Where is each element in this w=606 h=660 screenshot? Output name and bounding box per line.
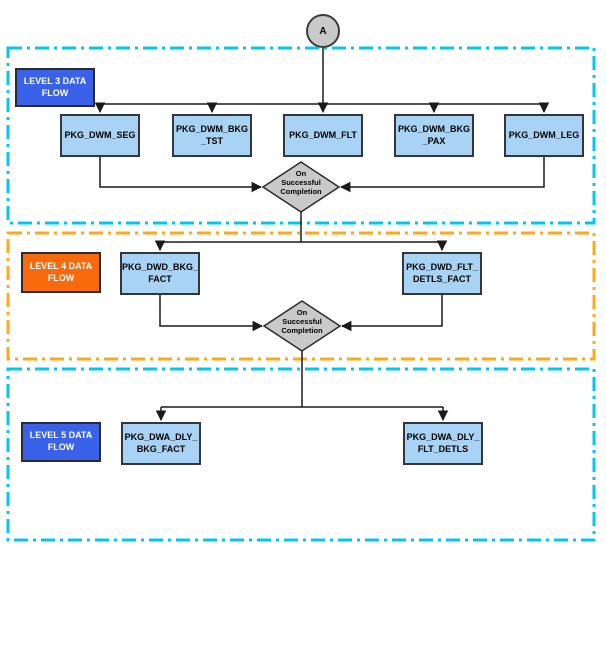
level3-region-label: LEVEL 3 DATA FLOW [15,68,95,107]
decision-diamond-level4 [262,300,342,352]
package-pkg-dwm-bkg-tst: PKG_DWM_BKG _TST [172,114,252,157]
decision-diamond-level3 [261,161,341,213]
package-pkg-dwd-bkg-fact: PKG_DWD_BKG_ FACT [120,252,200,295]
level5-region-label: LEVEL 5 DATA FLOW [21,422,101,462]
package-pkg-dwm-bkg-pax: PKG_DWM_BKG _PAX [394,114,474,157]
connector-seg-to-decision [99,157,263,193]
connector-leg-to-decision [339,157,545,193]
package-pkg-dwa-dly-flt-detls: PKG_DWA_DLY_ FLT_DETLS [403,422,483,465]
level4-region-border [6,231,596,361]
package-pkg-dwm-seg: PKG_DWM_SEG [60,114,140,157]
package-pkg-dwm-flt: PKG_DWM_FLT [283,114,363,157]
package-pkg-dwa-dly-bkg-fact: PKG_DWA_DLY_ BKG_FACT [121,422,201,465]
package-pkg-dwm-leg: PKG_DWM_LEG [504,114,584,157]
start-node-a: A [306,14,340,48]
connector-dwdflt-to-decision [340,295,443,332]
connector-dwdbkg-to-decision [159,295,264,332]
package-pkg-dwd-flt-detls-fact: PKG_DWD_FLT_ DETLS_FACT [402,252,482,295]
level4-region-label: LEVEL 4 DATA FLOW [21,252,101,293]
